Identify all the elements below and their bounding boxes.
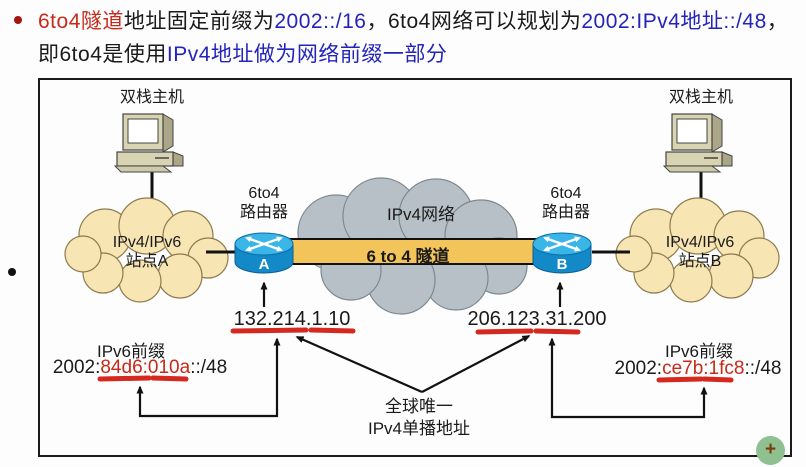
- site-b-cloud-shape: [615, 197, 780, 303]
- unicast-note: 全球唯一 IPv4单播地址: [367, 397, 471, 438]
- router-a-icon: [234, 232, 294, 274]
- router-b-ipv4-address: 206.123.31.200: [467, 308, 607, 330]
- tunnel-label: 6 to 4 隧道: [366, 247, 450, 266]
- header-line-1: 6to4隧道地址固定前缀为2002::/16，6to4网络可以规划为2002:I…: [38, 10, 789, 33]
- router-b-icon: [532, 232, 592, 274]
- router-a-letter: A: [258, 256, 270, 273]
- ipv4-network-label: IPv4网络: [386, 205, 456, 224]
- side-bullet-icon: [8, 268, 16, 276]
- router-a-ipv4-address: 132.214.1.10: [233, 308, 351, 330]
- site-a-label: IPv4/IPv6 站点A: [112, 234, 182, 270]
- computer-a-icon: [113, 113, 184, 173]
- ip-a-to-prefix-a-connector: [136, 337, 281, 418]
- zoom-plus-button[interactable]: +: [756, 436, 785, 465]
- host-a-label: 双栈主机: [119, 89, 185, 106]
- header-line-2: 即6to4是使用IPv4地址做为网络前缀一部分: [38, 43, 448, 66]
- red-underlines: [97, 327, 734, 383]
- bullet-icon: [14, 16, 22, 24]
- router-b-label: 6to4 路由器: [541, 185, 591, 221]
- ip-b-to-prefix-b-connector: [548, 337, 708, 419]
- computer-b-icon: [662, 113, 733, 173]
- host-b-label: 双栈主机: [668, 89, 734, 106]
- prefix-b-value: 2002:ce7b:1fc8::/48: [614, 358, 782, 379]
- router-b-letter: B: [556, 256, 568, 273]
- prefix-a-value: 2002:84d6:010a::/48: [52, 357, 228, 378]
- note-to-ip-a-arrow: [295, 335, 423, 394]
- site-b-label: IPv4/IPv6 站点B: [665, 234, 735, 270]
- note-to-ip-b-arrow: [421, 335, 531, 393]
- router-a-label: 6to4 路由器: [239, 185, 289, 221]
- site-a-cloud-shape: [64, 197, 229, 303]
